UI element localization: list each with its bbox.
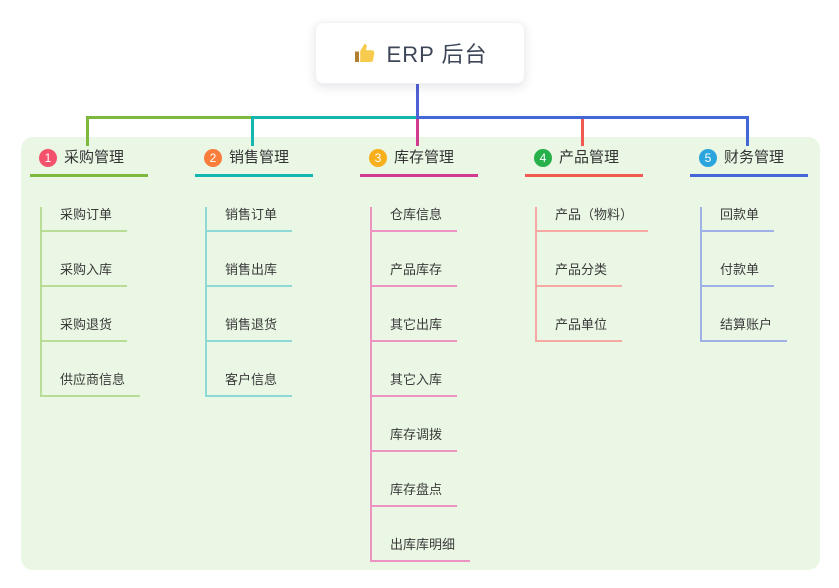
- branch-title: 采购管理: [64, 149, 125, 166]
- thumbs-up-icon: [353, 41, 377, 65]
- branch-header-node[interactable]: 2 销售管理: [195, 146, 313, 177]
- mindmap-item[interactable]: 采购入库: [42, 262, 128, 287]
- mindmap-item[interactable]: 销售出库: [207, 262, 293, 287]
- branch-title: 产品管理: [559, 149, 620, 166]
- mindmap-item[interactable]: 采购退货: [42, 317, 128, 342]
- branch-items-list: 产品（物料） 产品分类产品单位: [535, 207, 685, 342]
- mindmap-root-node[interactable]: ERP 后台: [315, 22, 525, 84]
- mindmap-item[interactable]: 产品单位: [537, 317, 623, 342]
- mindmap-item[interactable]: 产品分类: [537, 262, 623, 287]
- mindmap-item[interactable]: 仓库信息: [372, 207, 458, 232]
- mindmap-item[interactable]: 回款单: [702, 207, 775, 232]
- mindmap-item[interactable]: 出库库明细: [372, 537, 471, 562]
- mindmap-item[interactable]: 库存调拨: [372, 427, 458, 452]
- mindmap-item[interactable]: 产品库存: [372, 262, 458, 287]
- mindmap-item[interactable]: 结算账户: [702, 317, 788, 342]
- branch-title: 销售管理: [229, 149, 290, 166]
- mindmap-item[interactable]: 客户信息: [207, 372, 293, 397]
- mindmap-item[interactable]: 销售订单: [207, 207, 293, 232]
- branch-header-node[interactable]: 1 采购管理: [30, 146, 148, 177]
- branch-4: 4 产品管理 产品（物料） 产品分类产品单位: [525, 146, 685, 342]
- branch-number-badge: 4: [534, 149, 552, 167]
- mindmap-item[interactable]: 其它入库: [372, 372, 458, 397]
- branch-3: 3 库存管理 仓库信息产品库存其它出库其它入库库存调拨库存盘点出库库明细: [360, 146, 520, 562]
- branch-header-node[interactable]: 5 财务管理: [690, 146, 808, 177]
- branch-2: 2 销售管理 销售订单销售出库销售退货客户信息: [195, 146, 355, 397]
- mindmap-item[interactable]: 库存盘点: [372, 482, 458, 507]
- branch-items-list: 回款单付款单结算账户: [700, 207, 839, 342]
- mindmap-item[interactable]: 销售退货: [207, 317, 293, 342]
- branch-number-badge: 2: [204, 149, 222, 167]
- branch-title: 库存管理: [394, 149, 455, 166]
- branch-items-list: 销售订单销售出库销售退货客户信息: [205, 207, 355, 397]
- branch-items-list: 仓库信息产品库存其它出库其它入库库存调拨库存盘点出库库明细: [370, 207, 520, 562]
- branch-title: 财务管理: [724, 149, 785, 166]
- mindmap-item[interactable]: 付款单: [702, 262, 775, 287]
- branch-number-badge: 5: [699, 149, 717, 167]
- root-title: ERP 后台: [386, 42, 488, 67]
- mindmap-item[interactable]: 其它出库: [372, 317, 458, 342]
- branch-header-node[interactable]: 3 库存管理: [360, 146, 478, 177]
- branches-panel: [21, 137, 820, 570]
- branch-1: 1 采购管理 采购订单采购入库采购退货供应商信息: [30, 146, 190, 397]
- branch-number-badge: 1: [39, 149, 57, 167]
- branch-5: 5 财务管理 回款单付款单结算账户: [690, 146, 839, 342]
- branch-items-list: 采购订单采购入库采购退货供应商信息: [40, 207, 190, 397]
- branch-header-node[interactable]: 4 产品管理: [525, 146, 643, 177]
- mindmap-item[interactable]: 采购订单: [42, 207, 128, 232]
- mindmap-item[interactable]: 供应商信息: [42, 372, 141, 397]
- mindmap-item[interactable]: 产品（物料）: [537, 207, 649, 232]
- branch-number-badge: 3: [369, 149, 387, 167]
